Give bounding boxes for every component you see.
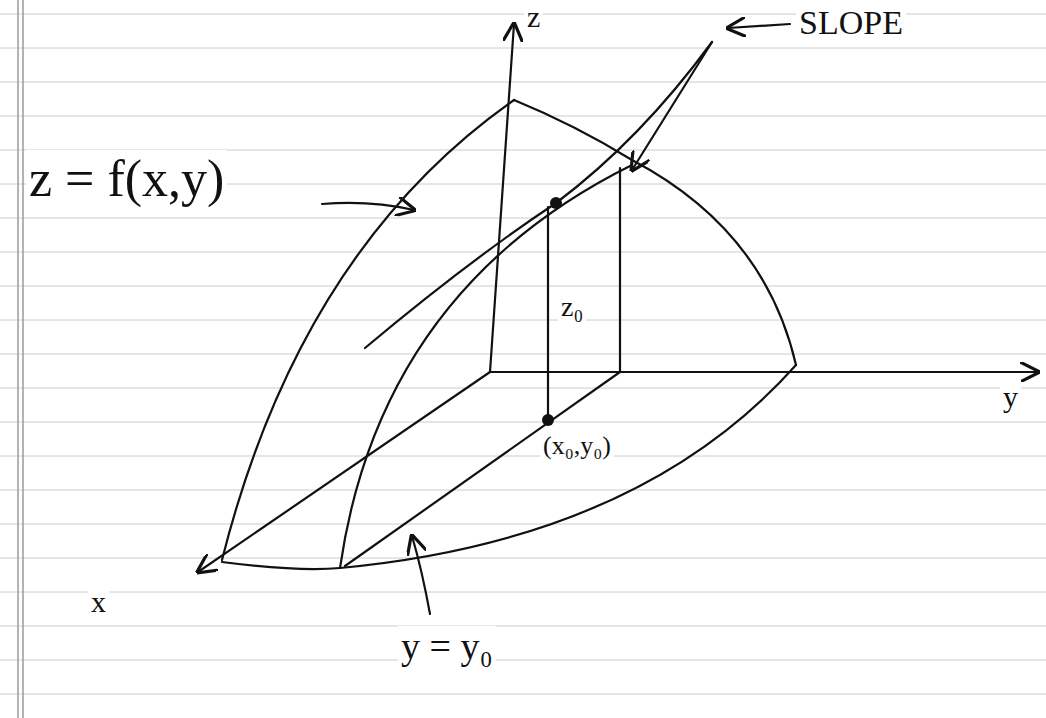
ruled-lines: [0, 14, 1046, 694]
sketch: [198, 24, 1038, 614]
margin-line: [18, 0, 23, 718]
plane-label: y = y₀: [398, 626, 496, 668]
axis-label: z: [524, 0, 543, 33]
leader-line: [322, 203, 414, 210]
y-axis: [490, 371, 1038, 373]
plane-edge: [345, 372, 620, 566]
surface-edge: [222, 365, 796, 569]
axis-label: y: [1000, 380, 1021, 413]
surface-point: [550, 197, 562, 209]
height-label: z₀: [558, 292, 586, 323]
leader-line: [412, 536, 430, 614]
height-line: [547, 207, 549, 420]
point-label: (x₀,y₀): [540, 432, 614, 461]
base-point: [542, 414, 554, 426]
callout-label: SLOPE: [796, 4, 906, 41]
z-axis: [490, 24, 514, 372]
surface-edge: [632, 160, 796, 365]
trace-curve: [340, 165, 632, 568]
leader-line: [728, 24, 790, 28]
axis-label: x: [88, 585, 109, 618]
tangent-line: [365, 42, 712, 348]
surface-edge: [514, 100, 632, 160]
plane-edge: [619, 168, 621, 372]
function-label: z = f(x,y): [26, 150, 227, 207]
surface-edge: [222, 100, 514, 560]
tangent-arrow: [632, 42, 712, 170]
